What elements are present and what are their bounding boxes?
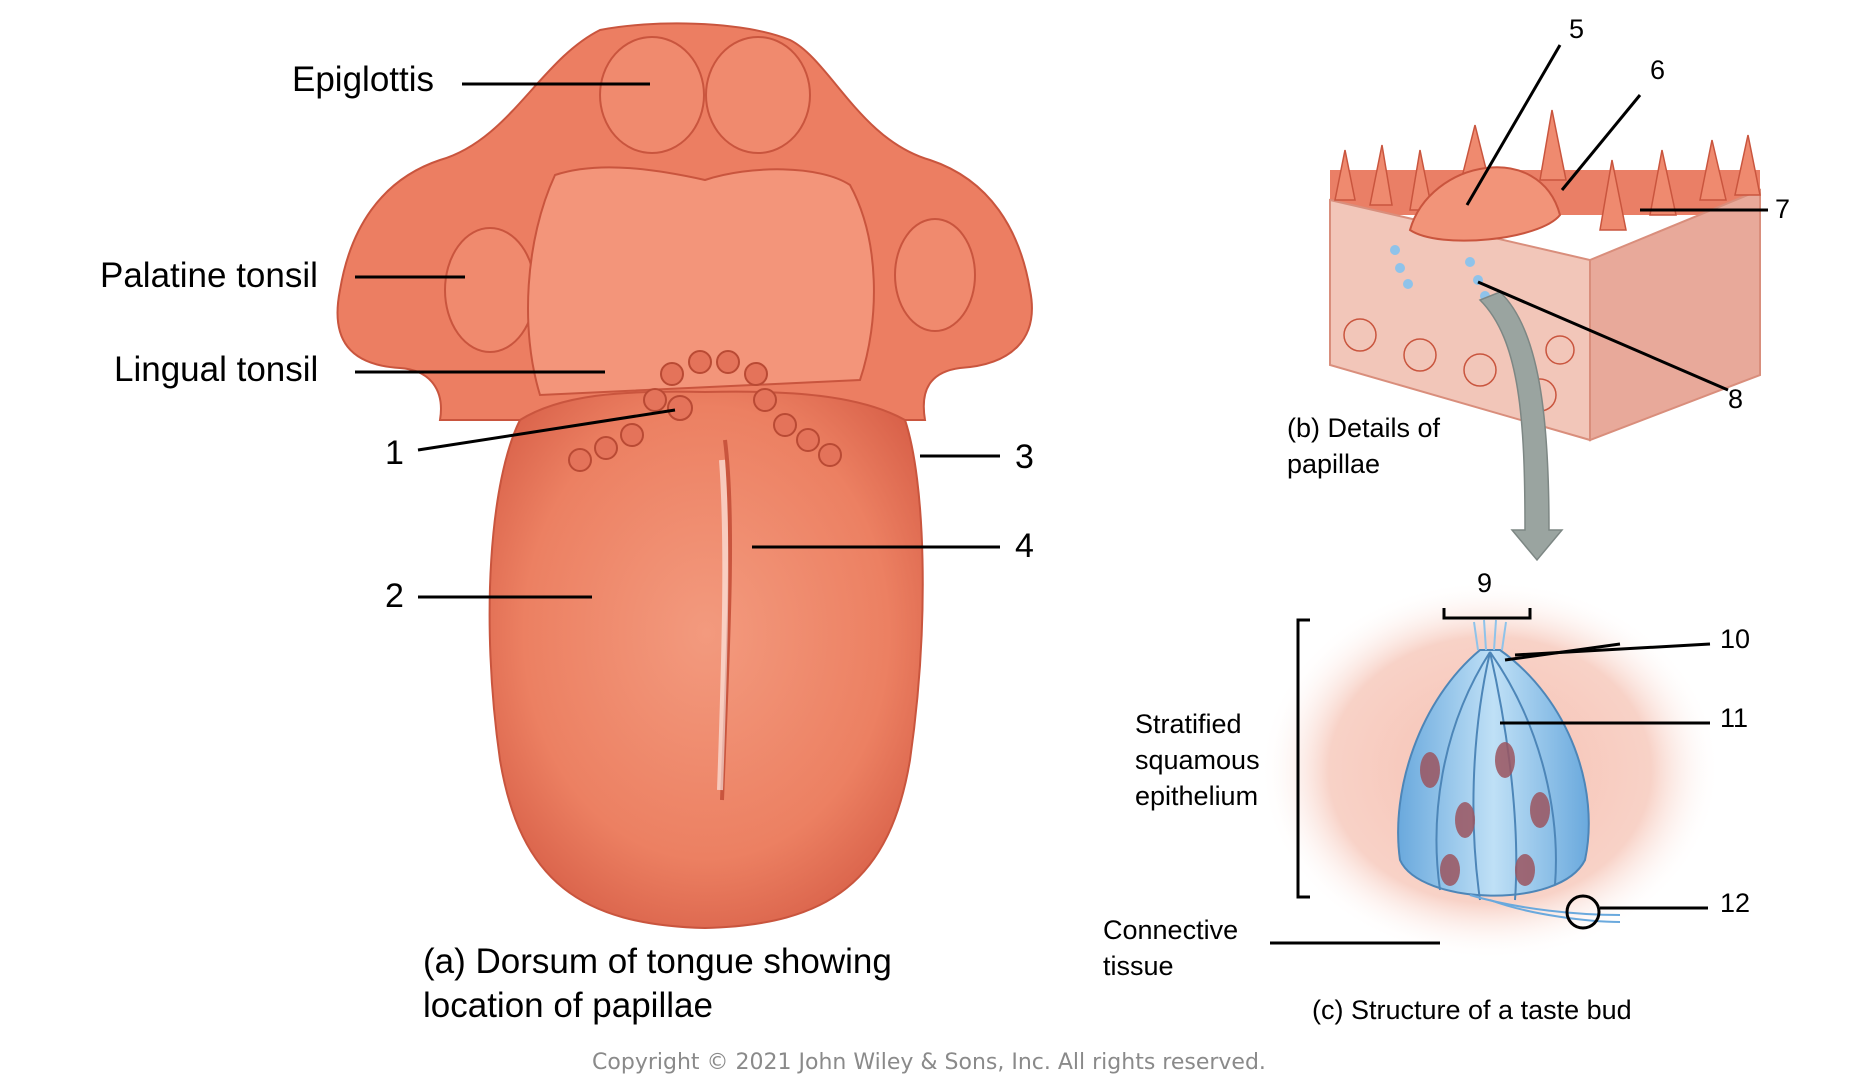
papillae-block-illustration [1329,109,1761,562]
cell-nuclei [1420,742,1550,886]
vallate-papilla-shape [1408,166,1562,242]
tongue-body [488,390,924,930]
tongue-illustration [336,22,1033,930]
label-5: 5 [1569,14,1585,44]
label-11: 11 [1720,703,1749,733]
label-12: 12 [1720,888,1751,918]
lingual-tonsil-shape [527,166,875,397]
nerve-fibers [1469,894,1621,923]
connective-bundles [1343,318,1575,412]
label-4: 4 [1015,527,1034,565]
label-lingual-tonsil: Lingual tonsil [114,350,319,389]
leader-lines [355,44,1768,945]
copyright-notice: Copyright © 2021 John Wiley & Sons, Inc.… [592,1050,1266,1075]
label-3: 3 [1015,438,1034,476]
label-2: 2 [385,577,404,615]
nerve-circle [1565,894,1601,930]
palatine-tonsil-left [444,227,536,353]
label-1: 1 [385,434,404,472]
caption-a: (a) Dorsum of tongue showing location of… [423,942,892,1025]
palatine-tonsil-right [894,218,976,332]
label-6: 6 [1650,55,1666,85]
caption-b: (b) Details of papillae [1287,413,1441,479]
label-epithelium: Stratified squamous epithelium [1135,709,1260,811]
epiglottis-shape [599,36,811,154]
block-side [1589,188,1761,442]
caption-c: (c) Structure of a taste bud [1312,995,1632,1025]
label-8: 8 [1728,384,1744,414]
vallate-papillae [568,350,842,472]
label-epiglottis: Epiglottis [292,60,435,99]
label-10: 10 [1720,624,1751,654]
taste-bud-illustration [1260,580,1720,960]
label-connective-tissue: Connective tissue [1103,915,1239,981]
label-9: 9 [1477,568,1493,598]
label-palatine-tonsil: Palatine tonsil [100,256,318,295]
taste-bud-shape [1397,649,1590,897]
label-7: 7 [1775,194,1791,224]
filiform-papillae [1334,109,1761,231]
microvilli [1473,619,1507,651]
zoom-arrow [1478,291,1564,562]
